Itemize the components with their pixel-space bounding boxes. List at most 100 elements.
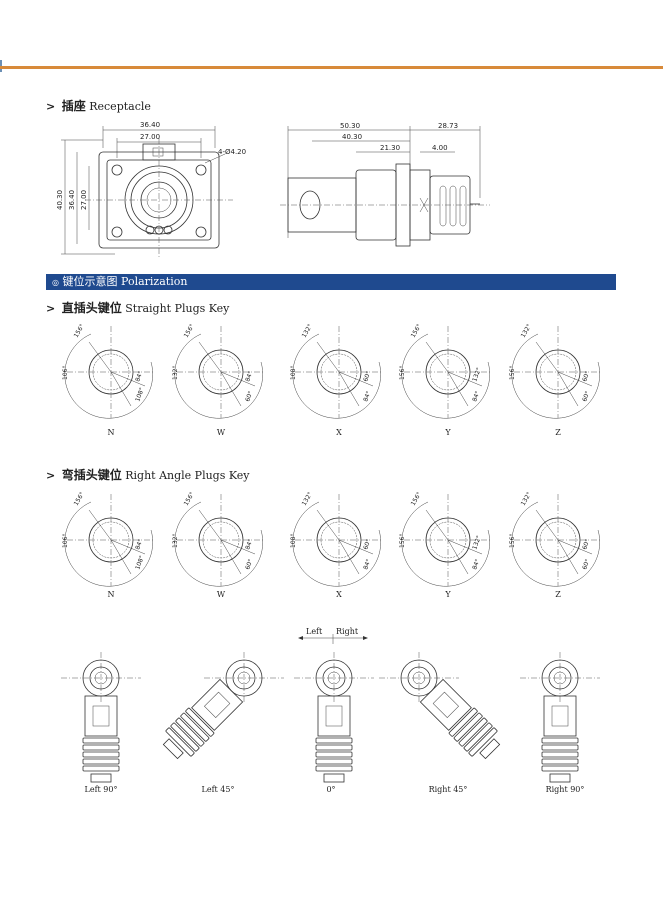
- straight-angle-label: 156°: [73, 323, 86, 339]
- straight-title-en: Straight Plugs Key: [125, 302, 230, 315]
- right-angle-label: 106°: [62, 534, 69, 548]
- right-angle-label: 84°: [134, 538, 144, 550]
- plug-orientation-view: [294, 652, 374, 783]
- right-key-diagram-y: 156°156°132°84°: [399, 491, 492, 587]
- polarization-title-cn: 键位示意图: [62, 275, 118, 288]
- plug-orientation-view: [379, 652, 501, 760]
- bullet-icon: ◎: [52, 278, 59, 287]
- receptacle-header: > 插座 Receptacle: [46, 97, 151, 114]
- straight-key-w: W: [216, 428, 226, 437]
- straight-key-n: N: [107, 428, 115, 437]
- front-dim-inner-height: 36.40: [68, 189, 76, 210]
- straight-header: > 直插头键位 Straight Plugs Key: [46, 299, 229, 316]
- front-dim-holes: 4-Ø4.20: [218, 148, 247, 156]
- right-key-diagram-x: 132° 108° 60° 84°: [290, 491, 383, 587]
- right-key-diagram-w: 156° 132° 84° 60°: [172, 491, 265, 587]
- side-dim-body: 40.30: [342, 133, 363, 141]
- right-angle-title-cn: 弯插头键位: [61, 468, 122, 482]
- straight-angle-label: 156°: [183, 323, 196, 339]
- right-angle-label: 156°: [399, 534, 406, 548]
- right-angle-label: 156°: [73, 491, 86, 507]
- chevron-right-icon: >: [46, 100, 56, 113]
- view-left-90: Left 90°: [84, 785, 118, 794]
- plug-orientation-view: [61, 652, 141, 783]
- polarization-title-en: Polarization: [120, 275, 188, 288]
- straight-angle-label: 132°: [520, 323, 533, 339]
- straight-angle-label: 156°: [399, 366, 406, 380]
- right-angle-label: 156°: [183, 491, 196, 507]
- side-dim-thickness: 4.00: [432, 144, 448, 152]
- straight-angle-label: 60°: [581, 390, 591, 402]
- orientation-left-label: Left: [306, 627, 323, 636]
- receptacle-front-view: [61, 126, 233, 258]
- straight-key-diagrams: 156° 106° 84° 108° 156° 132° 84° 60° 132° 108° 60°…: [62, 323, 602, 419]
- right-angle-label: 84°: [244, 538, 254, 550]
- right-key-w: W: [216, 590, 226, 599]
- right-angle-label: 156°: [509, 534, 516, 548]
- straight-key-diagram-w: 156° 132° 84° 60°: [172, 323, 265, 419]
- straight-key-diagram-z: 132° 156° 60° 60°: [509, 323, 602, 419]
- polarization-band: ◎ 键位示意图 Polarization: [46, 274, 616, 290]
- side-dim-total: 50.30: [340, 122, 361, 130]
- right-key-n: N: [107, 590, 115, 599]
- right-angle-label: 84°: [362, 558, 372, 570]
- right-key-z: Z: [555, 590, 561, 599]
- orientation-arrow: [298, 634, 368, 644]
- straight-angle-label: 132°: [471, 367, 483, 383]
- right-key-diagram-n: 156°106°84°108°: [62, 491, 155, 587]
- receptacle-title-cn: 插座: [61, 99, 86, 113]
- right-angle-label: 60°: [362, 538, 372, 550]
- view-0: 0°: [326, 785, 336, 794]
- right-angle-label: 108°: [290, 534, 297, 548]
- view-left-45: Left 45°: [201, 785, 235, 794]
- plug-orientation-view: [520, 652, 600, 783]
- front-dim-width: 36.40: [140, 121, 161, 129]
- straight-angle-label: 108°: [134, 387, 146, 403]
- straight-key-diagram-x: 132° 108° 60° 84°: [290, 323, 383, 419]
- right-key-x: X: [336, 590, 342, 599]
- straight-angle-label: 60°: [581, 370, 591, 382]
- chevron-right-icon: >: [46, 469, 56, 482]
- straight-angle-label: 108°: [290, 366, 297, 380]
- plug-orientation-view: [162, 652, 284, 760]
- straight-key-diagram-y: 156° 156° 132° 84°: [399, 323, 492, 419]
- chevron-right-icon: >: [46, 302, 56, 315]
- orientation-views: [61, 652, 600, 783]
- right-angle-title-en: Right Angle Plugs Key: [125, 469, 250, 482]
- straight-key-x: X: [336, 428, 342, 437]
- right-angle-label: 84°: [471, 558, 481, 570]
- right-angle-label: 132°: [471, 535, 483, 551]
- right-angle-label: 60°: [581, 538, 591, 550]
- straight-angle-label: 156°: [410, 323, 423, 339]
- straight-angle-label: 106°: [62, 366, 69, 380]
- orientation-right-label: Right: [336, 627, 359, 636]
- straight-angle-label: 84°: [134, 370, 144, 382]
- view-right-45: Right 45°: [428, 785, 468, 794]
- straight-angle-label: 60°: [244, 390, 254, 402]
- straight-angle-label: 60°: [362, 370, 372, 382]
- straight-angle-label: 84°: [362, 390, 372, 402]
- right-angle-key-diagrams: 156°106°84°108°156°132°84°60°132°108°60°…: [62, 491, 602, 587]
- straight-title-cn: 直插头键位: [61, 301, 122, 315]
- straight-angle-label: 84°: [244, 370, 254, 382]
- straight-key-y: Y: [445, 428, 451, 437]
- straight-angle-label: 132°: [172, 366, 179, 380]
- top-divider: [0, 66, 663, 69]
- right-angle-label: 132°: [520, 491, 533, 507]
- straight-angle-label: 156°: [509, 366, 516, 380]
- right-angle-label: 132°: [301, 491, 314, 507]
- straight-angle-label: 84°: [471, 390, 481, 402]
- right-key-diagram-z: 132° 156° 60° 60°: [509, 491, 602, 587]
- straight-angle-label: 132°: [301, 323, 314, 339]
- side-dim-flange: 21.30: [380, 144, 401, 152]
- straight-key-diagram-n: 156° 106° 84° 108°: [62, 323, 155, 419]
- receptacle-title-en: Receptacle: [89, 100, 151, 113]
- front-dim-inner-width: 27.00: [140, 133, 161, 141]
- right-key-y: Y: [445, 590, 451, 599]
- right-angle-label: 60°: [244, 558, 254, 570]
- right-angle-label: 132°: [172, 534, 179, 548]
- right-angle-label: 60°: [581, 558, 591, 570]
- front-dim-height: 40.30: [56, 189, 64, 210]
- receptacle-side-view: [280, 126, 490, 247]
- view-right-90: Right 90°: [545, 785, 585, 794]
